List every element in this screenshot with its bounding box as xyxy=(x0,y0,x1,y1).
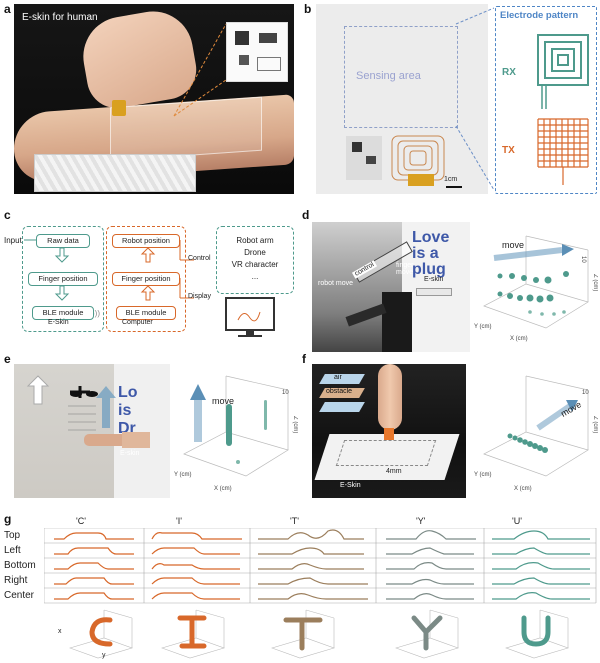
z-axis-f-label: Z (cm) xyxy=(592,416,598,433)
eskin-label-d: E-skin xyxy=(424,276,444,283)
svg-text:10: 10 xyxy=(580,256,586,263)
flow-input-label: Input xyxy=(4,236,22,245)
row-bottom: Bottom xyxy=(4,560,36,571)
letter-3d-c xyxy=(69,609,133,659)
panel-label-d: d xyxy=(302,208,310,222)
pcb-inset xyxy=(226,22,288,82)
svg-text:10: 10 xyxy=(282,390,289,396)
letter-t: 'T' xyxy=(290,516,299,526)
row-right: Right xyxy=(4,575,28,586)
obstacle-label: obstacle xyxy=(326,388,353,395)
panel-label-a: a xyxy=(4,2,11,16)
g-row-labels: Top Left Bottom Right Center xyxy=(4,528,44,603)
eskin-label-e: E-skin xyxy=(120,450,140,457)
targets-group: Robot arm Drone VR character ... xyxy=(216,226,294,294)
texture-inset xyxy=(34,154,196,192)
sensing-area-label: Sensing area xyxy=(356,70,421,82)
move-label-d: move xyxy=(502,240,525,250)
battery xyxy=(112,100,126,116)
ble-module-box: BLE module xyxy=(32,306,94,320)
panel-label-e: e xyxy=(4,352,11,366)
row-left: Left xyxy=(4,545,21,556)
electrode-pattern-box: Electrode pattern RX TX xyxy=(495,6,597,194)
sensor-pcb xyxy=(346,136,382,180)
tx-pattern xyxy=(537,118,589,185)
letter-3d-y xyxy=(395,609,459,659)
rx-label: RX xyxy=(502,67,516,78)
letter-3d-u xyxy=(505,609,569,659)
x-axis-e-label: X (cm) xyxy=(214,486,232,492)
plot-d: 10 X (cm) Y (cm) Z (cm) xyxy=(474,235,598,342)
photo-eskin-arm: E-skin for human xyxy=(14,4,294,194)
panel-label-c: c xyxy=(4,208,11,222)
letter-3d-i xyxy=(161,609,225,659)
ble-module-box-2: BLE module xyxy=(116,306,176,320)
eskin-bar xyxy=(416,288,452,296)
computer-flow-group xyxy=(106,226,186,332)
target-vr-character: VR character xyxy=(231,260,279,269)
eskin-flow-group xyxy=(22,226,104,332)
signal-traces xyxy=(44,528,597,604)
control-label: Control xyxy=(188,255,211,262)
y-axis-f-label: Y (cm) xyxy=(474,472,492,478)
y-axis-e-label: Y (cm) xyxy=(174,472,192,478)
row-center: Center xyxy=(4,590,35,601)
robot-move-label: robot move xyxy=(318,280,354,287)
points-e xyxy=(226,400,267,464)
rx-pattern xyxy=(537,34,589,109)
plot-f: 10 X (cm) Y (cm) Z (cm) xyxy=(474,375,598,492)
raw-data-box: Raw data xyxy=(36,234,90,248)
photo-sensor: Sensing area 1cm xyxy=(316,4,488,194)
zoom-lines-b xyxy=(455,7,495,191)
target-more: ... xyxy=(251,272,259,281)
monitor-icon xyxy=(225,297,275,337)
letter-y: 'Y' xyxy=(416,516,426,526)
scale-bar-label: 1cm xyxy=(444,176,458,183)
svg-text:10: 10 xyxy=(582,390,589,396)
letter-axis-x: x xyxy=(58,628,62,635)
electrode-title: Electrode pattern xyxy=(500,10,579,21)
panel-label-f: f xyxy=(302,352,306,366)
panel-label-b: b xyxy=(304,2,312,16)
move-label-e: move xyxy=(212,396,235,406)
target-robot-arm: Robot arm xyxy=(236,236,274,245)
display-label: Display xyxy=(188,293,211,300)
finger-position-box: Finger position xyxy=(28,272,98,286)
tx-label: TX xyxy=(502,145,515,156)
flow-diagram-lines: ))) xyxy=(24,239,194,318)
gap-label: 4mm xyxy=(386,468,402,475)
z-axis-d-label: Z (cm) xyxy=(592,274,598,291)
letter-i: 'I' xyxy=(176,516,182,526)
letter-c: 'C' xyxy=(76,516,86,526)
eskin-label-f: E-Skin xyxy=(340,482,361,489)
sensing-area-box xyxy=(344,26,458,128)
zoom-lines-a xyxy=(173,23,227,117)
points-d xyxy=(497,271,569,316)
x-axis-f-label: X (cm) xyxy=(514,486,532,492)
eskin-flow-label: E-Skin xyxy=(48,319,69,326)
finger-move-label: finger move xyxy=(396,262,414,276)
computer-flow-label: Computer xyxy=(122,319,153,326)
sensor-battery xyxy=(408,174,434,186)
robot-arm xyxy=(382,292,412,352)
finger-position-box-2: Finger position xyxy=(112,272,180,286)
panel-a-title: E-skin for human xyxy=(22,12,98,23)
robot-position-box: Robot position xyxy=(112,234,180,248)
y-axis-d-label: Y (cm) xyxy=(474,324,492,330)
letter-u: 'U' xyxy=(512,516,522,526)
plot-e: 10 X (cm) Y (cm) Z (cm) xyxy=(174,375,298,492)
svg-text:))): ))) xyxy=(92,309,100,318)
points-f xyxy=(507,433,548,453)
photo-finger-hover: air obstacle 4mm E-Skin xyxy=(312,364,466,498)
panel-label-g: g xyxy=(4,512,12,526)
x-axis-d-label: X (cm) xyxy=(510,336,528,342)
letter-3d-t xyxy=(271,609,335,659)
air-label: air xyxy=(334,374,342,381)
target-drone: Drone xyxy=(244,248,266,257)
z-axis-e-label: Z (cm) xyxy=(292,416,298,433)
row-top: Top xyxy=(4,530,21,541)
letter-axis-y: y xyxy=(102,652,106,659)
